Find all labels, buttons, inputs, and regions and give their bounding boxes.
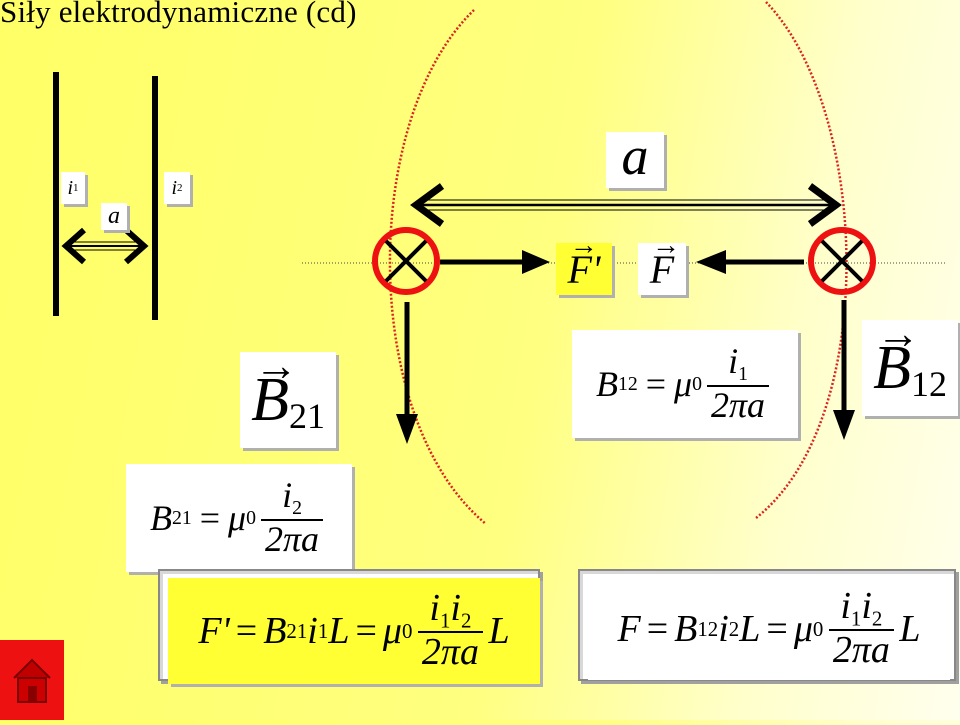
force-arrow-F-prime	[440, 250, 550, 274]
field-arrow-B21	[396, 302, 418, 444]
label-B21: B21	[240, 341, 336, 448]
field-line-right	[755, 1, 848, 519]
home-button[interactable]	[0, 640, 64, 720]
force-arrow-F	[696, 250, 804, 274]
label-a-small: a	[101, 203, 127, 230]
label-F: F	[638, 230, 686, 295]
distance-arrow-small	[61, 227, 149, 265]
field-line-left	[388, 9, 487, 525]
cross-circle-icon	[808, 227, 876, 295]
field-arrow-B12	[833, 300, 855, 440]
home-icon	[13, 658, 51, 703]
label-F-prime: F'	[556, 230, 612, 295]
label-B12: B12	[862, 309, 958, 416]
distance-arrow-big	[410, 183, 842, 227]
cross-circle-icon	[372, 227, 440, 295]
label-a-big: a	[606, 126, 664, 188]
slide-title: Siły elektrodynamiczne (cd)	[0, 0, 357, 29]
